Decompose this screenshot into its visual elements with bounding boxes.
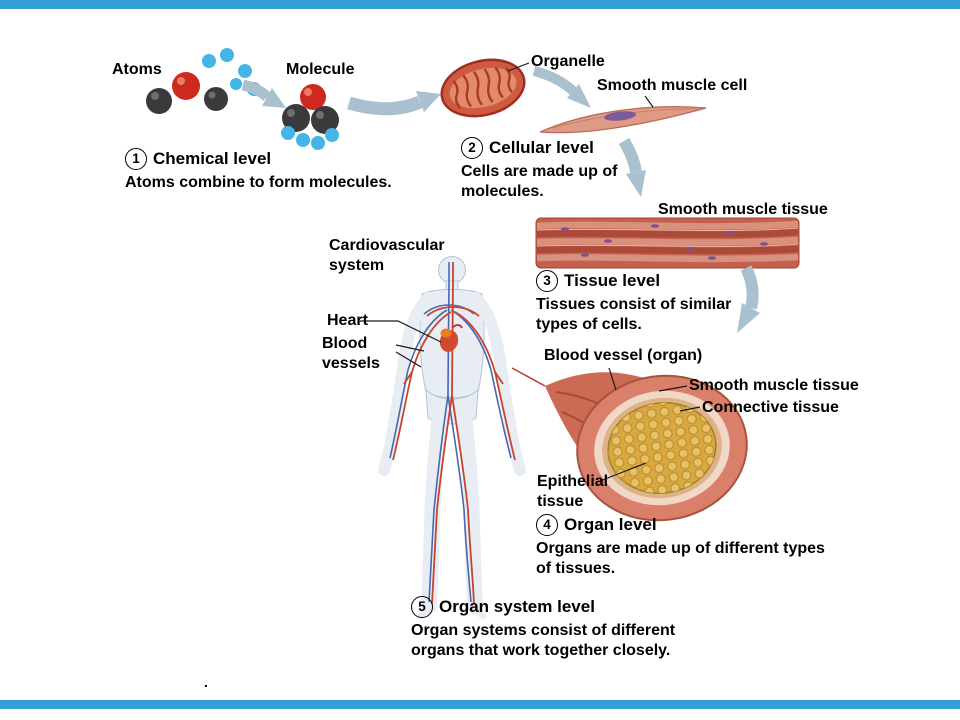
level-description: Atoms combine to form molecules. xyxy=(125,174,392,191)
arrow-tissue-to-organ-icon xyxy=(737,265,760,333)
heart-illustration xyxy=(439,324,463,352)
level-title: 1 Chemical level xyxy=(125,148,392,170)
label-molecule: Molecule xyxy=(286,61,355,78)
label-vessel-smooth-muscle-tissue: Smooth muscle tissue xyxy=(689,377,859,394)
label-atoms: Atoms xyxy=(112,61,162,78)
arrow-organelle-to-cell-icon xyxy=(532,66,591,108)
arrow-molecule-to-organelle-icon xyxy=(347,91,441,116)
level-title: 2 Cellular level xyxy=(461,137,618,159)
arrow-cell-to-tissue-icon xyxy=(618,137,646,197)
label-connective-tissue: Connective tissue xyxy=(702,399,839,416)
leader-lines xyxy=(360,62,701,482)
atoms-illustration xyxy=(146,48,261,114)
level-description: Tissues consist of similar types of cell… xyxy=(536,296,732,333)
smooth-muscle-tissue-illustration xyxy=(535,217,800,269)
level-number-badge: 2 xyxy=(461,137,483,159)
smooth-muscle-cell-illustration xyxy=(539,106,707,134)
level-3-tissue: 3 Tissue level Tissues consist of simila… xyxy=(536,270,731,335)
level-title: 5 Organ system level xyxy=(411,596,675,618)
bottom-border-bar xyxy=(0,700,960,709)
arrow-atoms-to-molecule-icon xyxy=(241,79,286,108)
level-description: Organs are made up of different types of… xyxy=(536,540,825,577)
level-2-cellular: 2 Cellular level Cells are made up of mo… xyxy=(461,137,618,202)
label-cardiovascular-system: Cardiovascular system xyxy=(329,237,445,274)
stray-period: . xyxy=(204,674,208,690)
level-title-text: Cellular level xyxy=(489,138,594,157)
level-title: 4 Organ level xyxy=(536,514,825,536)
level-title-text: Chemical level xyxy=(153,149,272,168)
level-title: 3 Tissue level xyxy=(536,270,731,292)
level-5-organ-system: 5 Organ system level Organ systems consi… xyxy=(411,596,675,661)
label-smooth-muscle-cell: Smooth muscle cell xyxy=(597,77,748,94)
molecule-illustration xyxy=(281,84,339,150)
level-number-badge: 4 xyxy=(536,514,558,536)
level-4-organ: 4 Organ level Organs are made up of diff… xyxy=(536,514,825,579)
level-description: Organ systems consist of different organ… xyxy=(411,622,676,659)
level-number-badge: 5 xyxy=(411,596,433,618)
label-blood-vessel-organ: Blood vessel (organ) xyxy=(544,347,703,364)
mitochondrion-organelle-illustration xyxy=(440,58,526,118)
label-blood-vessels: Blood vessels xyxy=(322,335,380,372)
label-smooth-muscle-tissue: Smooth muscle tissue xyxy=(658,201,828,218)
label-organelle: Organelle xyxy=(531,53,605,70)
level-title-text: Organ level xyxy=(564,515,657,534)
label-heart: Heart xyxy=(327,312,368,329)
human-figure-illustration xyxy=(378,256,526,620)
top-border-bar xyxy=(0,0,960,9)
blood-vessel-cutaway-illustration xyxy=(511,367,748,522)
level-description: Cells are made up of molecules. xyxy=(461,163,618,200)
level-title-text: Tissue level xyxy=(564,271,661,290)
level-1-chemical: 1 Chemical level Atoms combine to form m… xyxy=(125,148,392,193)
label-epithelial-tissue: Epithelial tissue xyxy=(537,473,609,510)
level-title-text: Organ system level xyxy=(439,597,595,616)
level-number-badge: 1 xyxy=(125,148,147,170)
level-number-badge: 3 xyxy=(536,270,558,292)
